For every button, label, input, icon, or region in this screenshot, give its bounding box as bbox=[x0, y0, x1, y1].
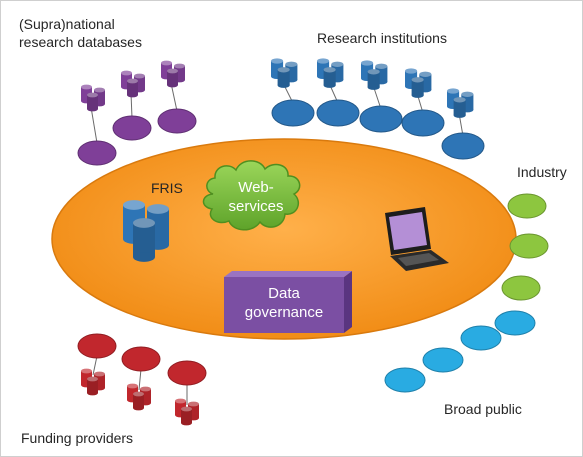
research-institution-node bbox=[271, 99, 315, 127]
research-institution-node bbox=[316, 99, 360, 127]
industry-node bbox=[507, 193, 547, 219]
database-icon bbox=[133, 391, 144, 411]
database-icon bbox=[181, 406, 192, 426]
funding-provider-node bbox=[77, 333, 117, 359]
data-governance-label-line2: governance bbox=[244, 304, 324, 321]
industry-node bbox=[501, 275, 541, 301]
research-database-cluster bbox=[361, 60, 388, 90]
database-icon bbox=[87, 92, 98, 112]
research-institutions-group bbox=[271, 58, 485, 160]
web-services-label-line2: services bbox=[228, 198, 284, 215]
research-database-cluster bbox=[271, 58, 298, 88]
research-institution-node bbox=[441, 132, 485, 160]
supranational-node bbox=[112, 115, 152, 141]
broad-public-node bbox=[384, 367, 426, 393]
supranational-label-line1: (Supra)national bbox=[19, 16, 115, 32]
web-services-cloud bbox=[202, 160, 301, 231]
industry-label: Industry bbox=[517, 164, 567, 180]
industry-node bbox=[509, 233, 549, 259]
broad-public-group bbox=[384, 310, 536, 393]
broad-public-node bbox=[422, 347, 464, 373]
research-institutions-label: Research institutions bbox=[317, 30, 447, 46]
database-icon bbox=[277, 67, 290, 88]
supranational-label-line2: research databases bbox=[19, 34, 142, 50]
funding-provider-node bbox=[121, 346, 161, 372]
web-services-label-line1: Web- bbox=[238, 179, 274, 196]
funding-providers-group bbox=[77, 333, 207, 426]
fris-database-group bbox=[123, 200, 169, 262]
industry-group bbox=[501, 193, 549, 301]
supranational-node bbox=[77, 140, 117, 166]
research-database-cluster bbox=[317, 58, 344, 88]
database-icon bbox=[167, 68, 178, 88]
database-icon bbox=[127, 78, 138, 98]
database-icon bbox=[133, 218, 155, 262]
broad-public-node bbox=[460, 325, 502, 351]
funding-database-cluster bbox=[127, 383, 151, 411]
funding-database-cluster bbox=[175, 398, 199, 426]
research-database-cluster bbox=[447, 88, 474, 118]
supranational-database-cluster bbox=[161, 60, 185, 88]
supranational-node bbox=[157, 108, 197, 134]
supranational-databases-group bbox=[77, 60, 197, 166]
database-icon bbox=[323, 67, 336, 88]
funding-provider-node bbox=[167, 360, 207, 386]
database-icon bbox=[367, 69, 380, 90]
broad-public-node bbox=[494, 310, 536, 336]
data-governance-label-line1: Data bbox=[268, 285, 300, 302]
broad-public-label: Broad public bbox=[444, 401, 522, 417]
research-institution-node bbox=[401, 109, 445, 137]
research-database-cluster bbox=[405, 68, 432, 98]
funding-providers-label: Funding providers bbox=[21, 430, 134, 446]
data-governance-box bbox=[224, 271, 352, 333]
funding-database-cluster bbox=[81, 368, 105, 396]
database-icon bbox=[411, 77, 424, 98]
database-icon bbox=[453, 97, 466, 118]
database-icon bbox=[87, 376, 98, 396]
laptop-icon bbox=[385, 207, 449, 271]
supranational-database-cluster bbox=[81, 84, 105, 112]
supranational-database-cluster bbox=[121, 70, 145, 98]
fris-label: FRIS bbox=[151, 180, 183, 196]
research-institution-node bbox=[359, 105, 403, 133]
